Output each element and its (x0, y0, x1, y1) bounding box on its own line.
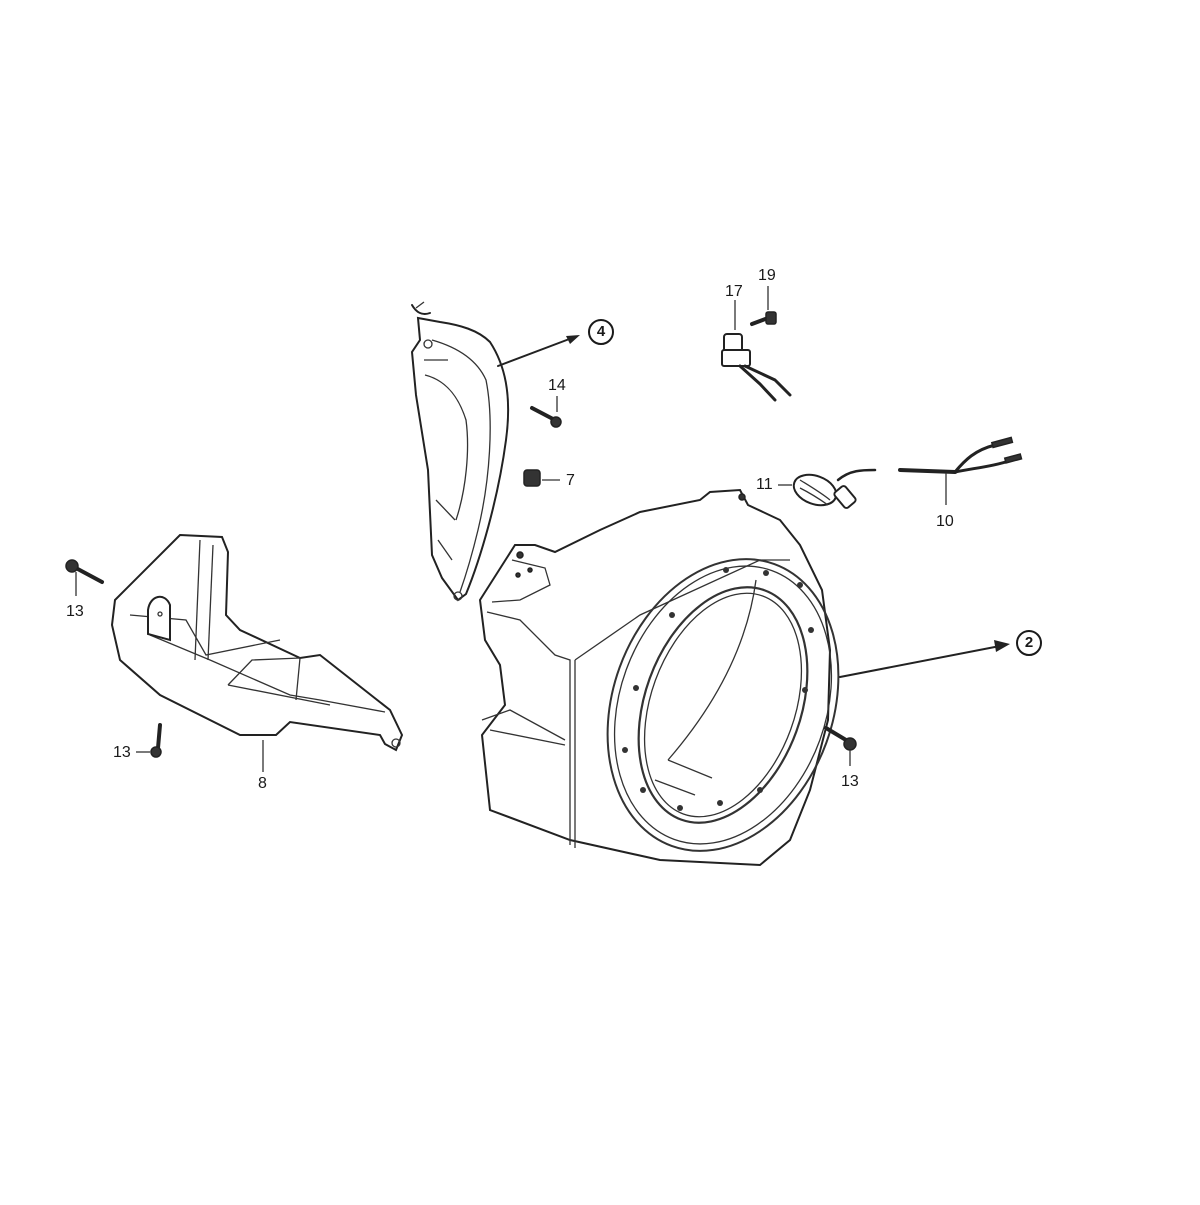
reference-circle-2: 2 (1016, 630, 1042, 656)
switch-17-part (721, 300, 792, 402)
lower-shroud (110, 533, 404, 752)
label-13-right: 13 (841, 773, 859, 790)
fan-cover (478, 488, 840, 867)
label-8: 8 (258, 775, 267, 792)
label-17: 17 (725, 283, 743, 300)
label-10: 10 (936, 513, 954, 530)
label-11: 11 (756, 476, 773, 493)
nut-7-part (523, 469, 560, 487)
arrow-to-ref-4 (497, 335, 580, 367)
label-13-upper-left: 13 (66, 603, 84, 620)
label-7: 7 (566, 472, 575, 489)
upper-shroud (410, 301, 510, 602)
label-19: 19 (758, 267, 776, 284)
sensor-11-part (778, 468, 877, 509)
screw-14-part (530, 396, 562, 428)
label-14: 14 (548, 377, 566, 394)
bolt-13b-part (136, 723, 162, 758)
arrow-to-ref-2 (839, 640, 1010, 678)
bolt-19-part (750, 286, 777, 326)
harness-10-part (898, 436, 1023, 505)
bolt-13a-part (65, 559, 104, 596)
label-13-lower-left: 13 (113, 744, 131, 761)
bolt-13c-part (824, 726, 857, 766)
reference-circle-4: 4 (588, 319, 614, 345)
